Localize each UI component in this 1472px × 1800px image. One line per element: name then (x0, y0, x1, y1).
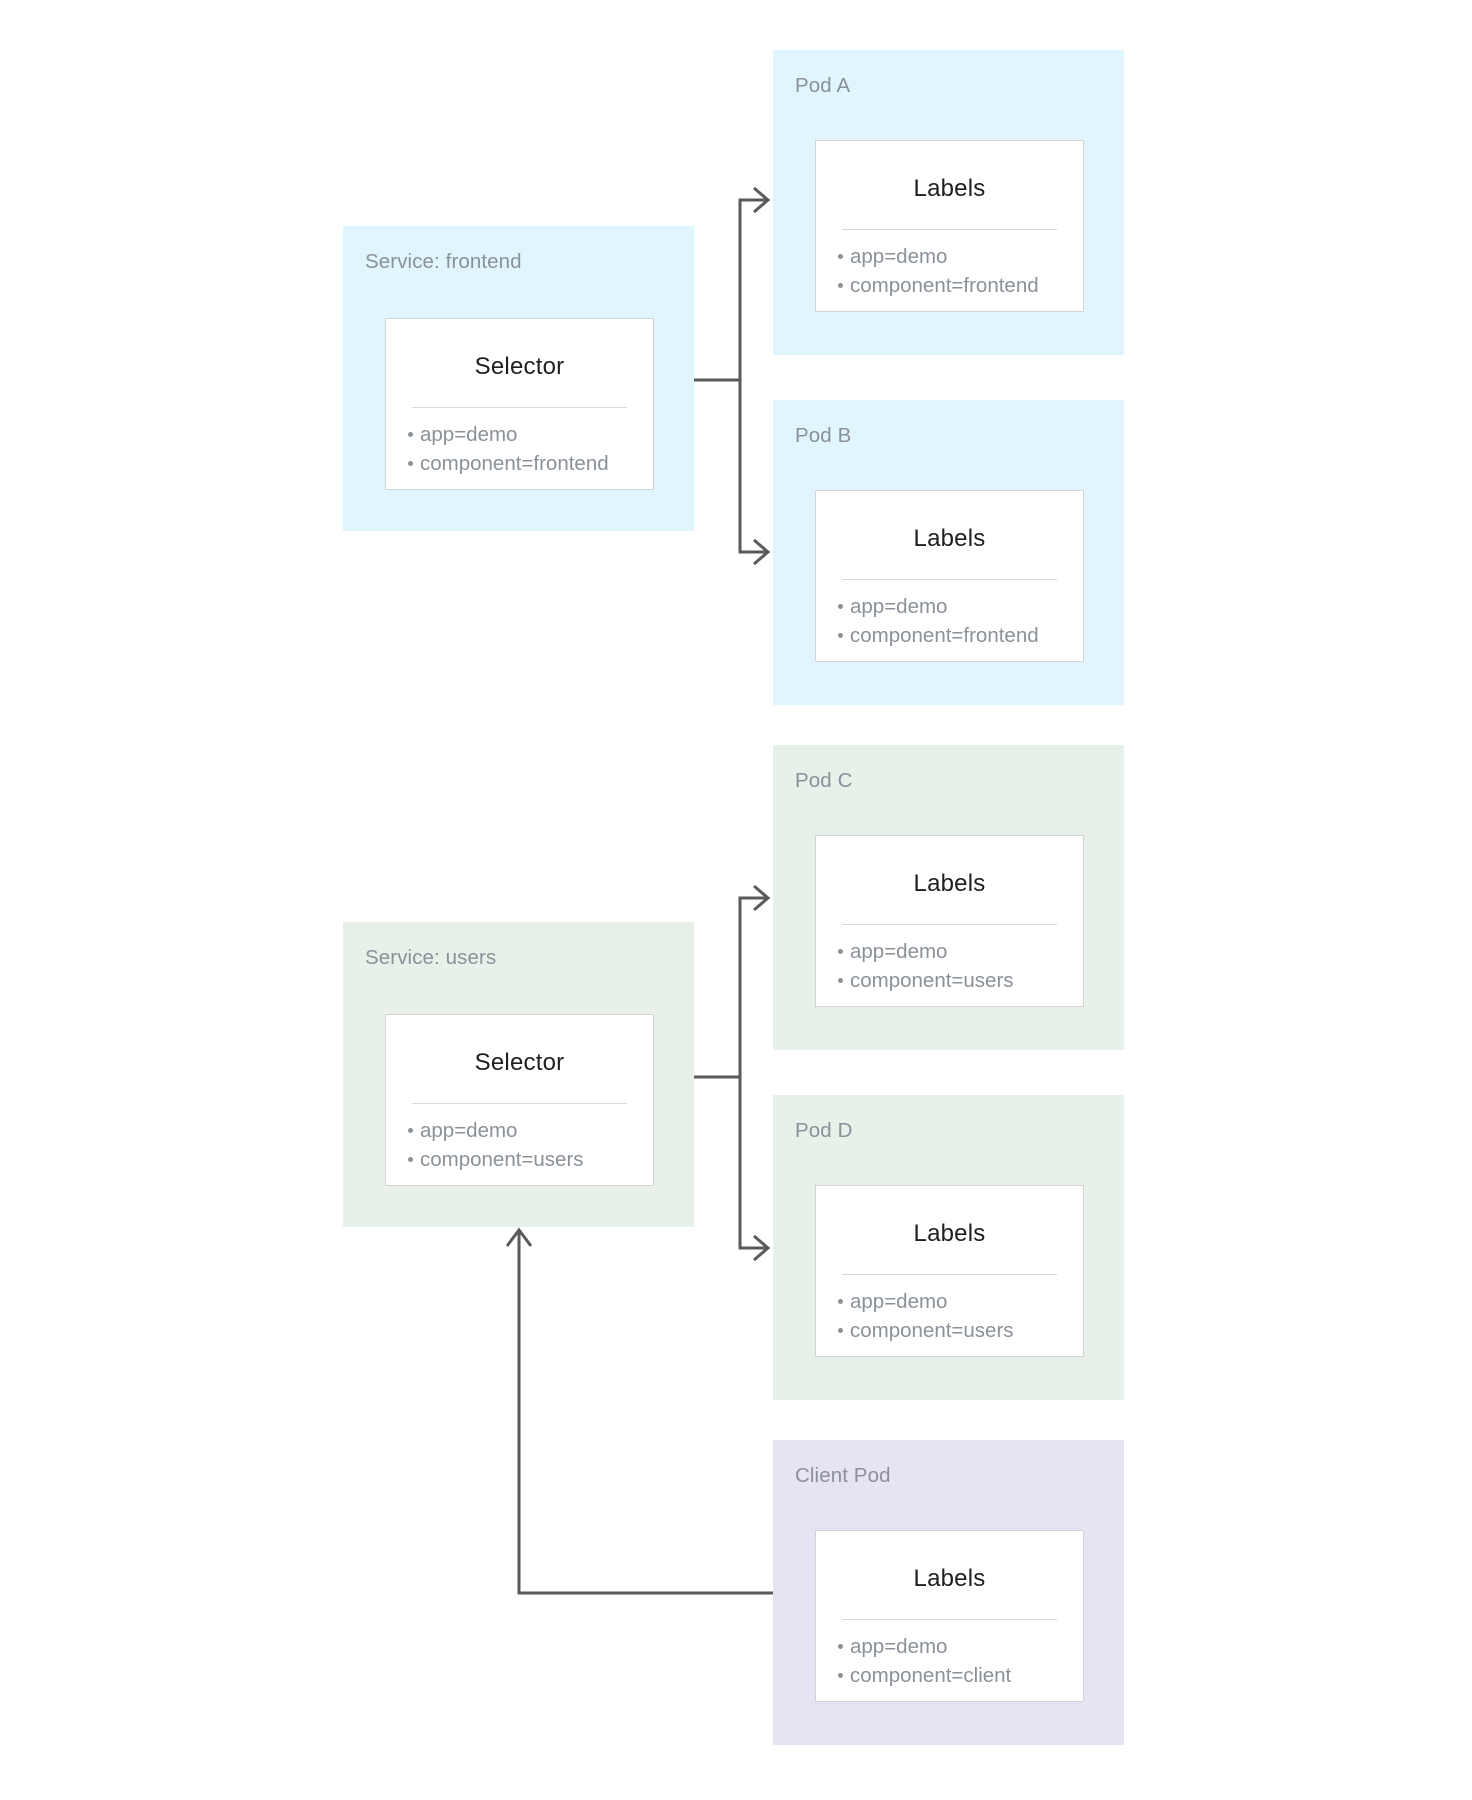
connector-frontend-trunk (693, 198, 767, 382)
connector-users-trunk (693, 896, 767, 1079)
panel-service-users[interactable]: Service: users Selector app=demo compone… (343, 922, 694, 1227)
panel-pod-c[interactable]: Pod C Labels app=demo component=users (773, 745, 1124, 1050)
card-divider (842, 229, 1057, 230)
connector-client-to-users (517, 1232, 773, 1595)
card-selector-frontend[interactable]: Selector app=demo component=frontend (385, 318, 654, 490)
connector-users-to-pod-d (738, 1077, 767, 1250)
selector-label-list: app=demo component=frontend (386, 420, 653, 478)
list-item: app=demo (838, 592, 1083, 621)
panel-title-pod-b: Pod B (795, 424, 852, 447)
card-title-labels-pod-b: Labels (913, 525, 986, 552)
list-item: app=demo (838, 1287, 1083, 1316)
list-item: app=demo (838, 937, 1083, 966)
connector-frontend-to-pod-b (738, 380, 767, 554)
arrowhead-pod-a (753, 186, 771, 214)
arrowhead-pod-d (753, 1234, 771, 1262)
card-labels-pod-c[interactable]: Labels app=demo component=users (815, 835, 1084, 1007)
list-item: component=users (838, 966, 1083, 995)
panel-title-service-frontend: Service: frontend (365, 250, 522, 273)
pod-label-list: app=demo component=frontend (816, 242, 1083, 300)
card-divider (842, 1274, 1057, 1275)
list-item: component=users (838, 1316, 1083, 1345)
card-labels-client-pod[interactable]: Labels app=demo component=client (815, 1530, 1084, 1702)
card-title-labels-pod-d: Labels (913, 1220, 986, 1247)
pod-label-list: app=demo component=client (816, 1632, 1083, 1690)
card-title-labels-pod-c: Labels (913, 870, 986, 897)
list-item: component=frontend (838, 621, 1083, 650)
panel-title-pod-d: Pod D (795, 1119, 853, 1142)
panel-pod-b[interactable]: Pod B Labels app=demo component=frontend (773, 400, 1124, 705)
list-item: app=demo (408, 420, 653, 449)
list-item: component=frontend (838, 271, 1083, 300)
list-item: component=client (838, 1661, 1083, 1690)
arrowhead-pod-b (753, 538, 771, 566)
list-item: app=demo (838, 242, 1083, 271)
card-title-selector-users: Selector (474, 1049, 565, 1076)
list-item: component=users (408, 1145, 653, 1174)
card-labels-pod-a[interactable]: Labels app=demo component=frontend (815, 140, 1084, 312)
panel-service-frontend[interactable]: Service: frontend Selector app=demo comp… (343, 226, 694, 531)
card-selector-users[interactable]: Selector app=demo component=users (385, 1014, 654, 1186)
pod-label-list: app=demo component=users (816, 937, 1083, 995)
panel-title-service-users: Service: users (365, 946, 497, 969)
card-divider (842, 579, 1057, 580)
pod-label-list: app=demo component=users (816, 1287, 1083, 1345)
panel-pod-d[interactable]: Pod D Labels app=demo component=users (773, 1095, 1124, 1400)
panel-pod-a[interactable]: Pod A Labels app=demo component=frontend (773, 50, 1124, 355)
card-title-labels-pod-a: Labels (913, 175, 986, 202)
panel-title-pod-a: Pod A (795, 74, 851, 97)
card-labels-pod-b[interactable]: Labels app=demo component=frontend (815, 490, 1084, 662)
card-title-labels-client-pod: Labels (913, 1565, 986, 1592)
pod-label-list: app=demo component=frontend (816, 592, 1083, 650)
list-item: component=frontend (408, 449, 653, 478)
panel-title-client-pod: Client Pod (795, 1464, 891, 1487)
card-divider (842, 924, 1057, 925)
list-item: app=demo (838, 1632, 1083, 1661)
card-divider (412, 1103, 627, 1104)
panel-client-pod[interactable]: Client Pod Labels app=demo component=cli… (773, 1440, 1124, 1745)
card-title-selector-frontend: Selector (474, 353, 565, 380)
panel-title-pod-c: Pod C (795, 769, 853, 792)
card-labels-pod-d[interactable]: Labels app=demo component=users (815, 1185, 1084, 1357)
list-item: app=demo (408, 1116, 653, 1145)
card-divider (412, 407, 627, 408)
selector-label-list: app=demo component=users (386, 1116, 653, 1174)
arrowhead-pod-c (753, 884, 771, 912)
arrowhead-users-service (505, 1227, 533, 1247)
card-divider (842, 1619, 1057, 1620)
